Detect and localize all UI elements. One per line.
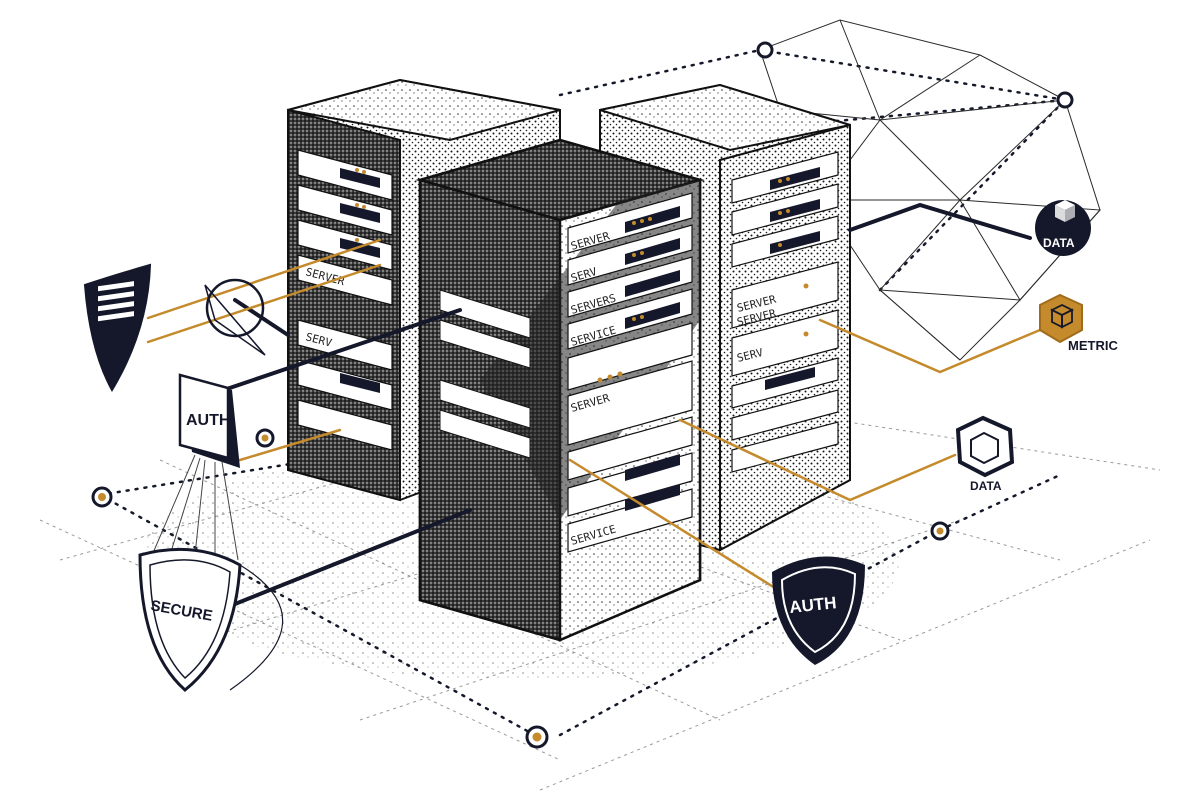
auth-shield-icon: AUTH [772,556,865,665]
auth-box-icon: AUTH [178,373,240,468]
auth-shield-label: AUTH [788,593,837,617]
network-nodes [91,41,1074,749]
wireframe-mesh [759,19,1102,361]
shield-list-icon [83,263,152,393]
data-bottom-label: DATA [970,479,1002,493]
connection-lines-accent [146,238,1042,590]
metric-label: METRIC [1068,338,1118,353]
auth-box-label: AUTH [186,412,230,429]
metric-cube-icon: METRIC [1039,293,1118,353]
rack-right-label-3: SERV [736,346,765,365]
data-top-label: DATA [1043,236,1075,250]
secure-shield-icon: SECURE [138,547,284,692]
data-hexagon-icon: DATA [955,415,1015,493]
fan-lines [149,454,239,561]
server-rack-center: SERVER SERV SERVERS SERVICE SERVER SERVI… [415,138,705,642]
data-cube-icon: DATA [1035,200,1091,256]
lock-ring-icon [204,278,266,356]
